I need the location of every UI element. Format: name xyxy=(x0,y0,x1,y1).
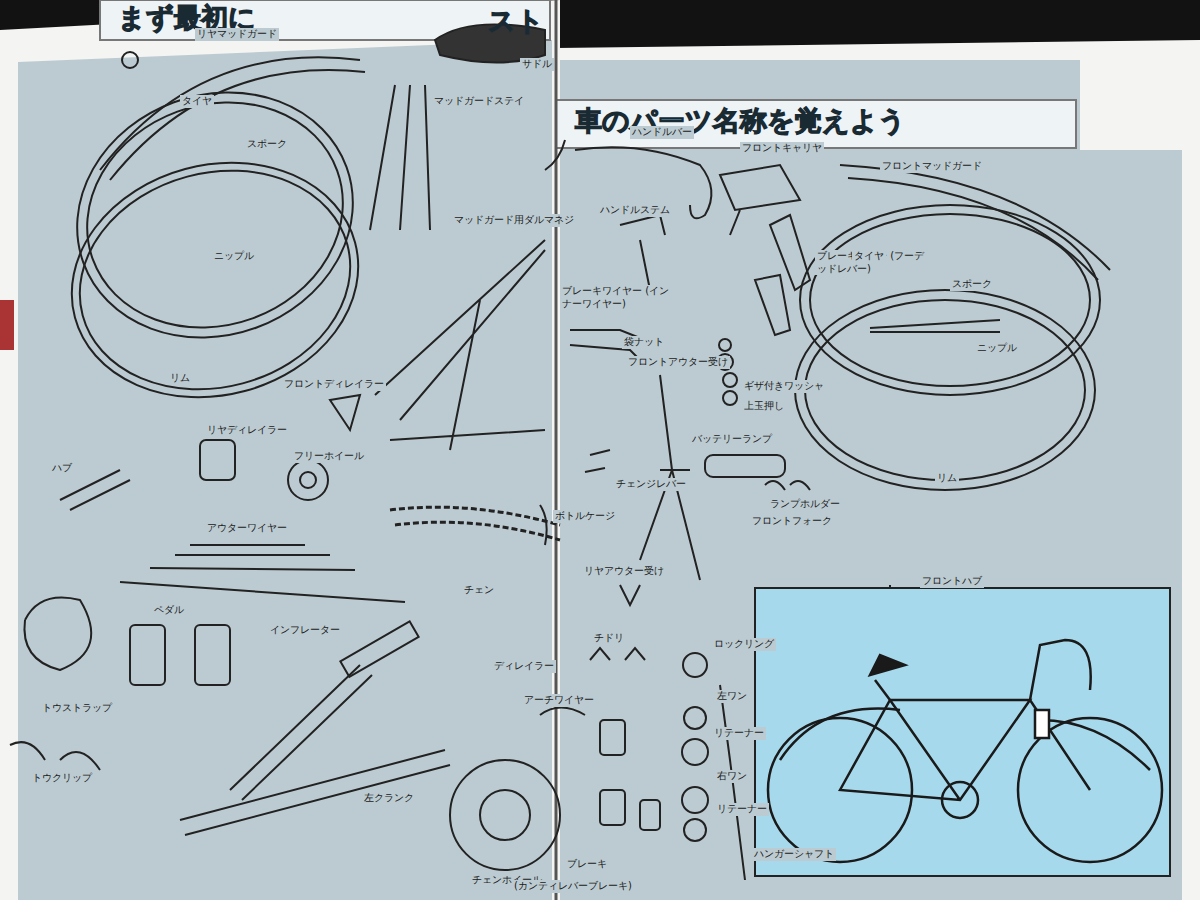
part-name: 右ワン xyxy=(715,770,749,783)
part-name: トウストラップ xyxy=(40,702,114,715)
part-name: ランプホルダー xyxy=(768,498,842,511)
part-name: チェン xyxy=(462,584,496,597)
part-name: ブレーキ xyxy=(565,858,609,871)
heading-part: スト xyxy=(488,5,544,37)
part-name: リヤディレイラー xyxy=(205,424,289,437)
part-name: ブレーキワイヤー (インナーワイヤー) xyxy=(560,285,674,310)
part-name: 袋ナット xyxy=(622,336,666,349)
part-name: ハブ xyxy=(50,462,74,475)
part-name: アーチワイヤー xyxy=(522,694,596,707)
part-name: 左クランク xyxy=(362,792,416,805)
part-name: ハンドルバー xyxy=(630,126,694,139)
part-name: フロントディレイラー xyxy=(282,378,386,391)
part-name: ディレイラー xyxy=(492,660,556,673)
part-name: ハンドルステム xyxy=(598,204,672,217)
page-heading: 車のパーツ名称を覚えよう xyxy=(575,105,906,137)
part-name: ニップル xyxy=(975,342,1019,355)
part-name: トウクリップ xyxy=(30,772,94,785)
part-name: ハンガーシャフト xyxy=(752,848,836,861)
part-name: リヤマッドガード xyxy=(195,28,279,41)
part-name: リム xyxy=(168,372,192,385)
part-name: スポーク xyxy=(950,278,994,291)
part-name: インフレーター xyxy=(268,624,342,637)
part-name: ニップル xyxy=(212,250,256,263)
part-name: マッドガード用ダルマネジ xyxy=(452,214,576,227)
part-name: アウターワイヤー xyxy=(205,522,289,535)
part-name: リテーナー xyxy=(712,727,766,740)
part-name: フリーホイール xyxy=(292,450,366,463)
part-name: フロントキャリヤ xyxy=(740,142,824,155)
part-name: サドル xyxy=(520,58,554,71)
part-name: マッドガードステイ xyxy=(432,95,526,108)
part-name: バッテリーランプ xyxy=(690,433,774,446)
part-name: フロントハブ xyxy=(920,575,984,588)
part-name: ギザ付きワッシャ xyxy=(742,380,826,393)
part-name: チドリ xyxy=(592,632,626,645)
part-name: ロックリング xyxy=(712,638,776,651)
part-name: スポーク xyxy=(245,138,289,151)
part-name: タイヤ xyxy=(180,95,214,108)
part-name: 上玉押し xyxy=(742,400,786,413)
part-name: フロントアウター受け xyxy=(626,356,730,369)
part-name: 左ワン xyxy=(715,690,749,703)
part-name: フロントフォーク xyxy=(750,515,834,528)
part-name: (カンティレバーブレーキ) xyxy=(512,880,634,893)
part-name: フロントマッドガード xyxy=(880,160,984,173)
part-name: ボトルケージ xyxy=(553,510,617,523)
part-name: ペダル xyxy=(152,604,186,617)
part-name: リム xyxy=(935,472,959,485)
part-name: タイヤ xyxy=(852,250,886,263)
part-name: リヤアウター受け xyxy=(582,565,666,578)
part-name: リテーナー xyxy=(715,803,769,816)
part-name: チェンジレバー xyxy=(614,478,688,491)
